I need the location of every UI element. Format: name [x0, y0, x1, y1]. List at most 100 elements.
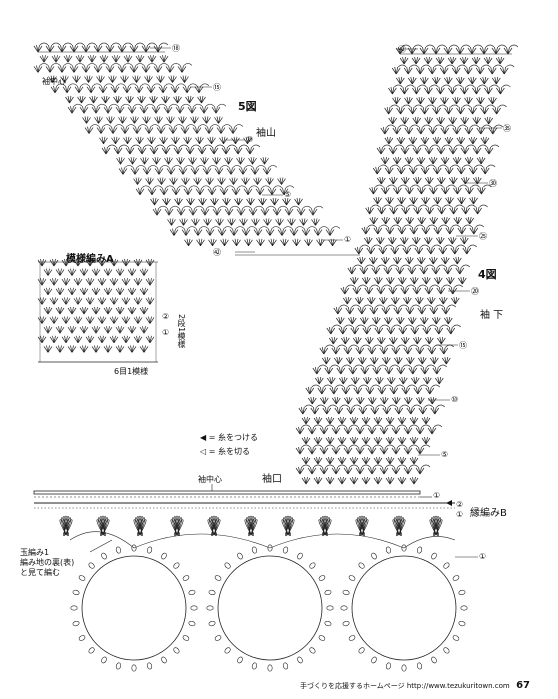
fig5-shell-stitch [248, 207, 258, 216]
fig5-shell-stitch [268, 238, 277, 247]
pattern-a-repeat-note: 6目1模様 [114, 367, 149, 376]
fig5-shell-stitch [82, 116, 91, 124]
pattern-a-shell-stitch [103, 345, 113, 353]
picot-bobble [173, 647, 180, 654]
fig4-chain-arc [349, 464, 359, 468]
fig4-shell-stitch [411, 236, 421, 245]
fig5-shell-stitch [137, 146, 147, 155]
fig5-shell-stitch [221, 146, 231, 155]
fig5-shell-stitch [65, 95, 74, 104]
pattern-a-shell-stitch [37, 297, 47, 305]
edging-petal-stitch [175, 516, 181, 535]
pattern-a-shell-stitch [139, 345, 149, 353]
picot-bobble [342, 620, 350, 627]
fig4-shell-stitch [473, 206, 482, 215]
fig4-shell-stitch [325, 456, 335, 465]
fig4-chain-arc [413, 44, 423, 48]
fig4-shell-stitch [448, 146, 458, 155]
fig4-shell-stitch [352, 286, 362, 295]
fig5-shell-stitch [132, 75, 141, 83]
fig5-shell-stitch [245, 146, 255, 155]
fig4-chain-arc [360, 244, 370, 248]
pattern-a-shell-stitch [97, 277, 107, 286]
edging-ring [81, 555, 187, 661]
edging-petal-stitch [395, 516, 401, 535]
fig4-shell-stitch [373, 416, 383, 425]
fig4-shell-stitch [355, 446, 365, 455]
fig5-shell-stitch [188, 207, 198, 216]
leader-lines [89, 47, 502, 558]
fig4-shell-stitch [307, 466, 317, 475]
pattern-a-shell-stitch [37, 316, 47, 324]
fig4-shell-stitch [336, 366, 346, 375]
fig5-shell-stitch [204, 126, 214, 134]
pattern-a-row-note: 2段1模様 [177, 314, 186, 349]
fig5-shell-stitch [94, 116, 103, 124]
fig4-chain-arc [313, 464, 323, 468]
fig4-chain-arc [414, 364, 424, 368]
fig5-shell-stitch [139, 105, 149, 114]
fig4-shell-stitch [331, 396, 341, 405]
fig4-chain-arc [373, 444, 383, 448]
fig5-shell-stitch [84, 75, 93, 83]
fig5-shell-stitch [176, 156, 185, 165]
fig5-chain-arc [175, 226, 185, 229]
fig5-shell-stitch [229, 228, 239, 236]
fig4-shell-stitch [399, 56, 409, 65]
picot-bobble [342, 589, 350, 596]
fig5-shell-stitch [260, 156, 269, 165]
fig5-shell-stitch [233, 146, 243, 155]
fig5-chain-arc [162, 124, 172, 127]
fig4-chain-arc [408, 244, 418, 248]
fig4-chain-arc [435, 304, 445, 308]
fig5-chain-arc [201, 185, 211, 189]
fig4-shell-stitch [314, 376, 324, 385]
fig5-shell-stitch [135, 187, 145, 196]
fig4-shell-stitch [298, 406, 308, 415]
fig4-shell-stitch [385, 456, 395, 465]
fig5-shell-stitch [120, 75, 129, 83]
fig5-shell-stitch [203, 218, 212, 226]
fig4-chain-arc [452, 324, 462, 328]
fig4-chain-arc [421, 424, 431, 428]
fig4-shell-stitch [492, 106, 501, 115]
fig5-shell-stitch [141, 65, 151, 73]
picot-bobble [206, 605, 214, 611]
fig4-shell-stitch [392, 256, 402, 265]
fig4-shell-stitch [399, 236, 409, 245]
fig4-shell-stitch [340, 286, 350, 295]
fig5-shell-stitch [96, 75, 105, 83]
fig4-shell-stitch [416, 156, 426, 165]
fig4-shell-stitch [491, 46, 501, 55]
fig5-chain-arc [153, 185, 163, 189]
fig4-shell-stitch [395, 316, 405, 325]
fig4-chain-arc [404, 324, 414, 328]
fig5-shell-stitch [275, 218, 284, 226]
fig5-shell-stitch [99, 54, 109, 63]
edging-b-chart [59, 515, 468, 672]
fig4-shell-stitch [427, 426, 437, 435]
fig4-chain-arc [442, 144, 452, 148]
fig5-shell-stitch [74, 85, 84, 94]
fig4-chain-arc [375, 184, 384, 188]
pattern-a-shell-stitch [79, 345, 89, 353]
fig4-chain-arc [316, 404, 326, 408]
fig4-shell-stitch [307, 426, 317, 435]
edging-ring [217, 555, 323, 661]
fig5-chain-arc [307, 226, 317, 229]
fig5-shell-stitch [166, 167, 176, 175]
fig5-shell-stitch [79, 105, 89, 114]
cuff-label: 袖口 [262, 474, 282, 485]
fig4-shell-stitch [383, 316, 393, 325]
fig4-chain-arc [427, 224, 437, 228]
fig5-chain-arc [295, 226, 305, 229]
fig4-chain-arc [382, 144, 392, 148]
fig4-shell-stitch [388, 116, 398, 125]
pattern-a-shell-stitch [67, 287, 77, 296]
fig4-shell-stitch [385, 276, 395, 285]
fig4-chain-arc [378, 364, 388, 368]
pattern-a-shell-stitch [133, 277, 143, 286]
pattern-a-shell-stitch [49, 277, 59, 286]
fig4-chain-arc [462, 164, 472, 168]
